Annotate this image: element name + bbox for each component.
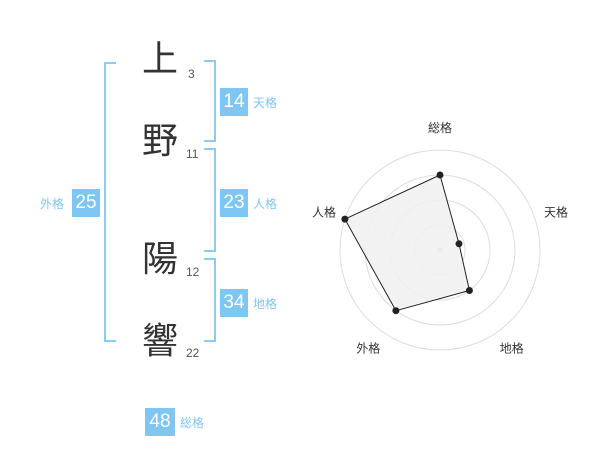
radar-point-5 [341, 215, 349, 223]
radar-point-2 [455, 240, 463, 248]
gaikaku-badge: 25 [72, 189, 100, 217]
name-char-1: 上 [141, 39, 178, 80]
radar-axis-label-2: 天格 [544, 204, 568, 219]
radar-axis-label-5: 人格 [312, 204, 336, 219]
stroke-count-1: 3 [188, 67, 195, 81]
jinkaku-bracket [204, 148, 216, 252]
radar-points [341, 171, 473, 315]
jinkaku-badge: 23 [220, 189, 248, 217]
chikaku-badge: 34 [220, 289, 248, 317]
radar-axis-label-1: 総格 [428, 120, 452, 135]
chikaku-label: 地格 [253, 297, 278, 311]
tenkaku-label: 天格 [253, 96, 278, 110]
gaikaku-bracket [104, 62, 116, 342]
radar-area [344, 174, 470, 312]
jinkaku-label: 人格 [253, 197, 278, 211]
name-char-4: 響 [141, 321, 178, 362]
stroke-count-3: 12 [186, 265, 200, 279]
name-char-3: 陽 [141, 239, 178, 280]
chikaku-bracket [204, 258, 216, 342]
soukaku-badge: 48 [145, 408, 175, 436]
tenkaku-bracket [204, 60, 216, 142]
stroke-count-2: 11 [186, 147, 199, 161]
radar-axis-label-3: 地格 [500, 341, 524, 356]
radar-point-1 [436, 171, 444, 179]
radar-polygon [344, 174, 470, 312]
soukaku-label: 総格 [180, 416, 205, 430]
gaikaku-label: 外格 [40, 197, 65, 211]
radar-point-3 [465, 287, 473, 294]
tenkaku-badge: 14 [220, 88, 248, 116]
name-char-2: 野 [141, 121, 178, 162]
stroke-count-4: 22 [186, 346, 200, 360]
radar-point-4 [392, 307, 400, 315]
radar-axis-label-4: 外格 [356, 341, 380, 356]
